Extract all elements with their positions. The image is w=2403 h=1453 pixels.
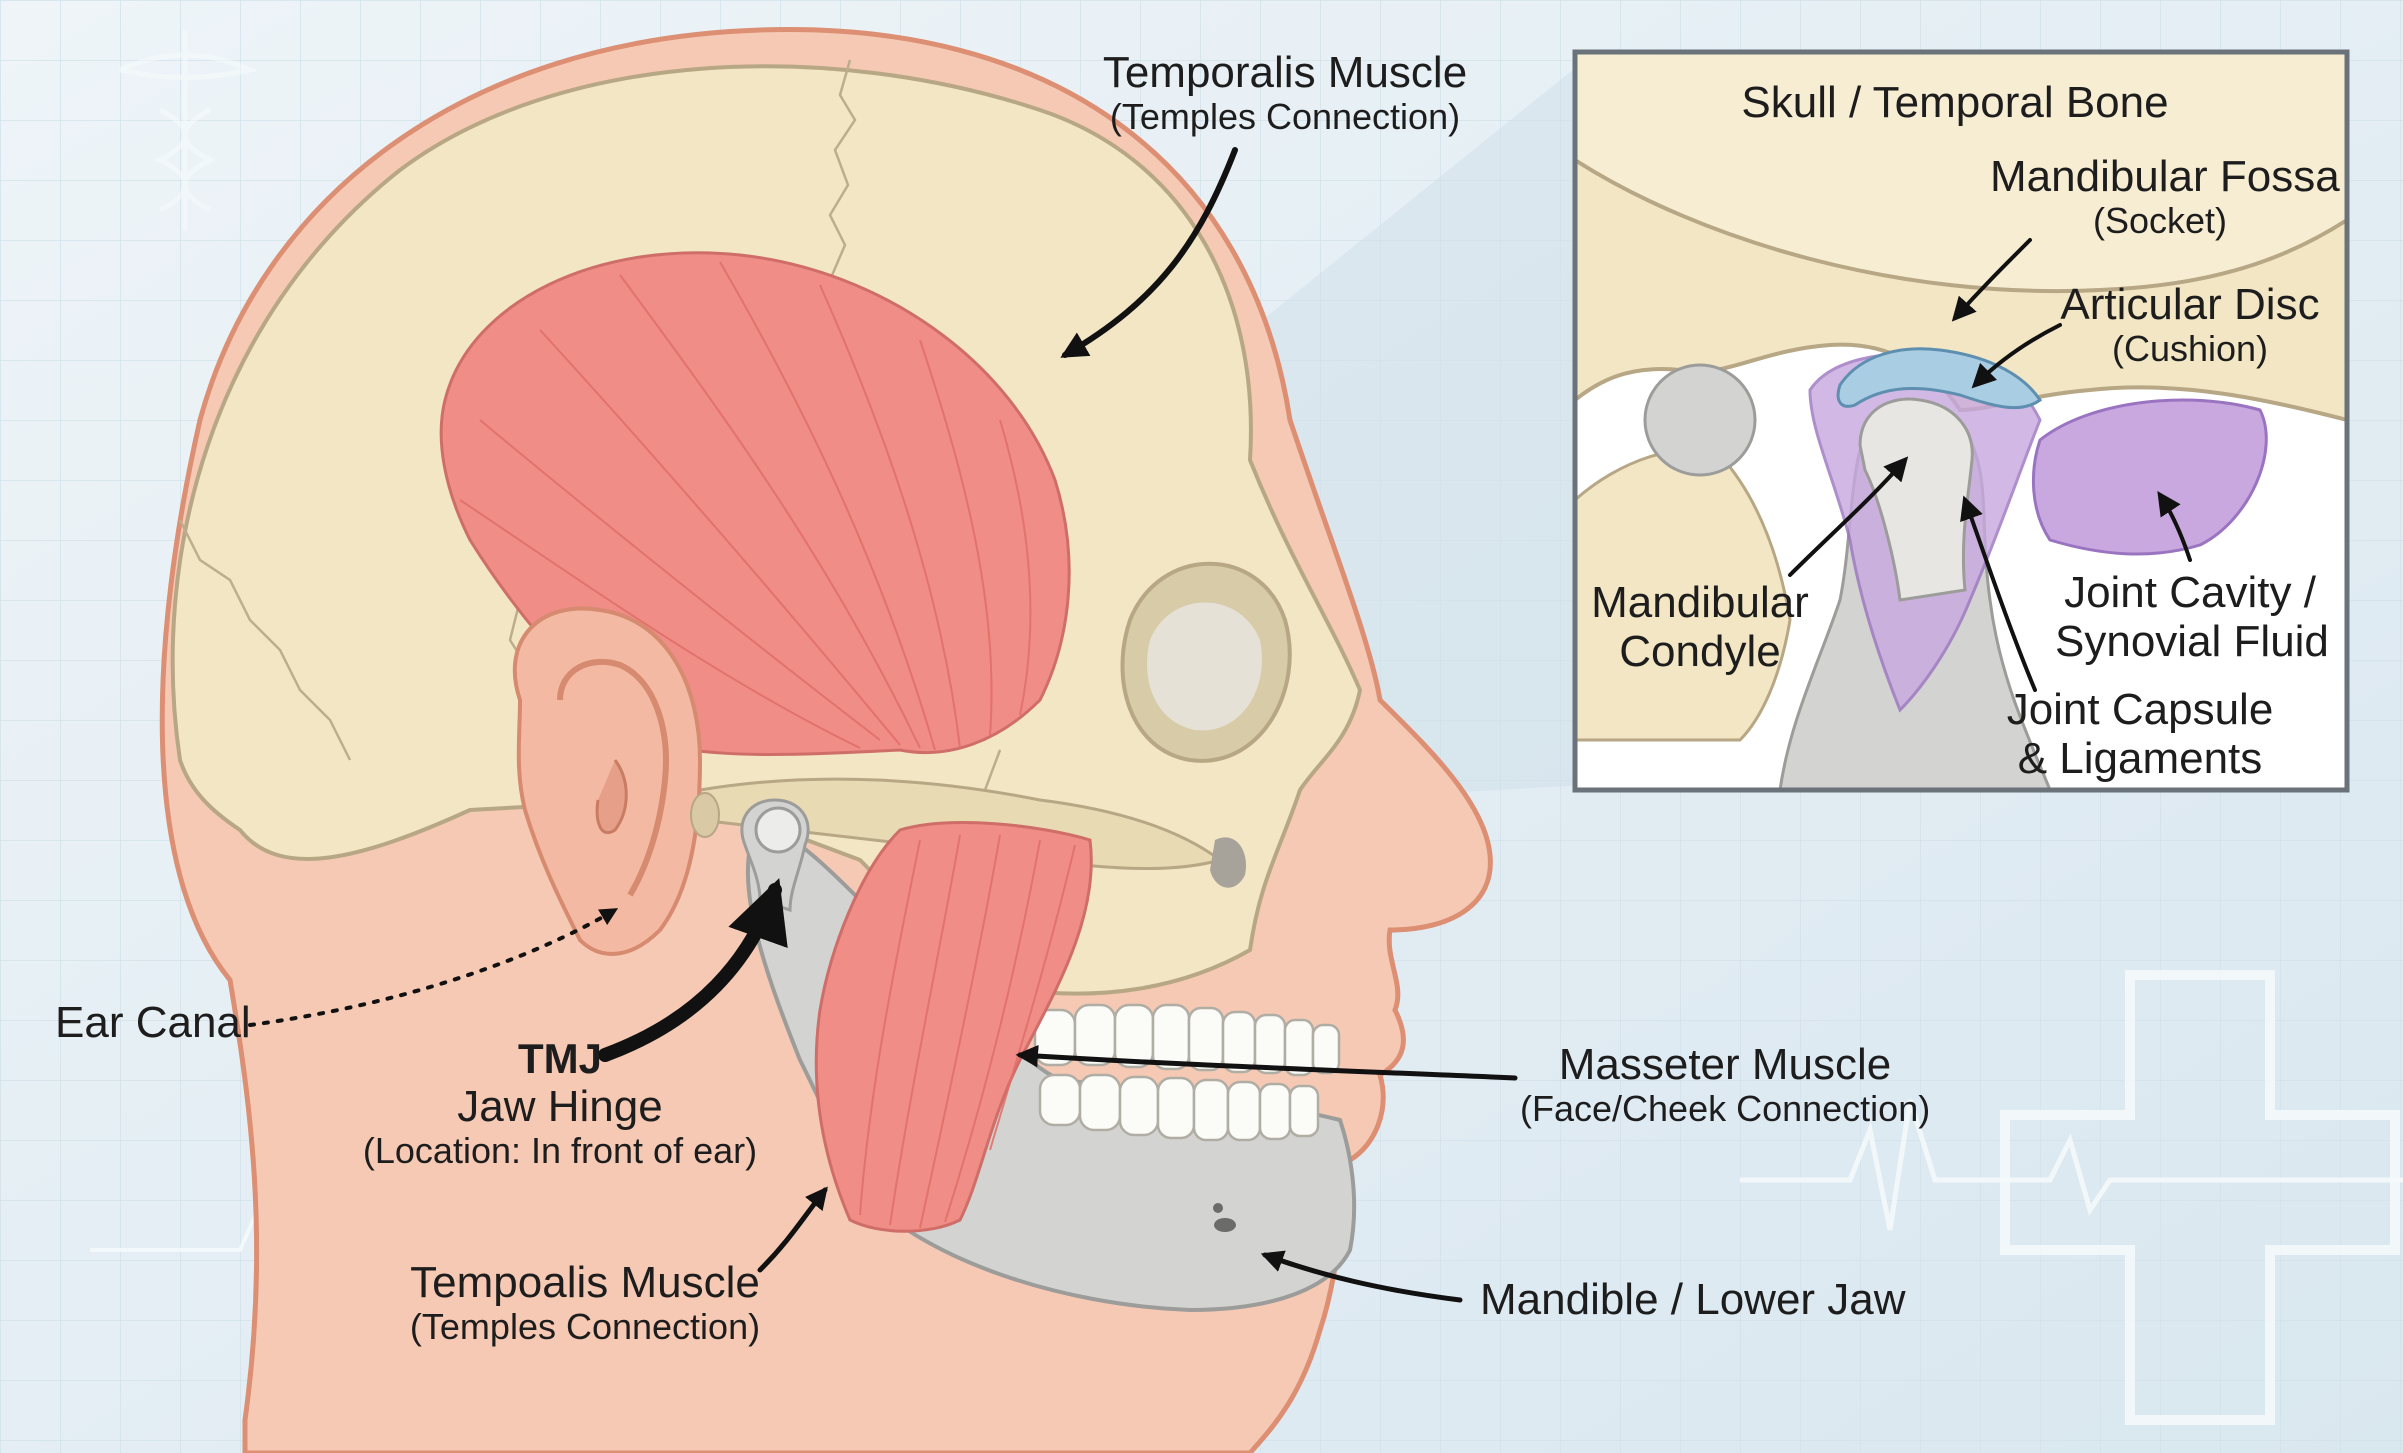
- tmj-bold: TMJ: [518, 1035, 602, 1082]
- inset-label-capsule: Joint Capsule & Ligaments: [2000, 685, 2280, 784]
- label-masseter-muscle: Masseter Muscle (Face/Cheek Connection): [1520, 1040, 1930, 1130]
- leader-lines: [248, 147, 1518, 1303]
- masseter-arrow: [1015, 1044, 1518, 1081]
- label-tempoalis-muscle: Tempoalis Muscle (Temples Connection): [395, 1258, 775, 1348]
- disc-sub: (Cushion): [2111, 328, 2269, 370]
- tmj-sub: (Location: In front of ear): [362, 1130, 758, 1172]
- cavity-arrow: [2157, 491, 2192, 562]
- lower-teeth: [1038, 1073, 1320, 1142]
- masseter-name: Masseter Muscle: [1558, 1040, 1892, 1089]
- temporalis-sub: (Temples Connection): [1109, 96, 1461, 138]
- inset-leader-lines: [1788, 238, 2192, 692]
- inset-label-disc: Articular Disc (Cushion): [2045, 280, 2335, 370]
- condyle-line1: Mandibular: [1591, 578, 1809, 627]
- cavity-line2: Synovial Fluid: [2055, 617, 2329, 667]
- capsule-line2: & Ligaments: [2017, 734, 2263, 784]
- capsule-arrow: [1960, 495, 2037, 692]
- inset-label-condyle: Mandibular Condyle: [1590, 578, 1810, 677]
- ear: [512, 606, 720, 956]
- inset-condyle: [1858, 397, 1974, 602]
- fossa-name: Mandibular Fossa: [1990, 152, 2340, 201]
- tmj-name: Jaw Hinge: [457, 1082, 663, 1132]
- inset-label-cavity: Joint Cavity / Synovial Fluid: [2055, 568, 2329, 667]
- mandible-arrow: [1260, 1250, 1463, 1303]
- label-tmj: TMJ Jaw Hinge (Location: In front of ear…: [340, 1035, 780, 1172]
- temporalis-arrow: [1060, 147, 1238, 358]
- heartbeat-line-icon: [1740, 1099, 2403, 1231]
- tmj-arrow: [598, 878, 788, 1062]
- masseter-sub: (Face/Cheek Connection): [1520, 1088, 1931, 1130]
- ear-canal-dotted-line: [248, 908, 619, 1027]
- disc-name: Articular Disc: [2060, 280, 2320, 329]
- condyle-arrow: [1788, 456, 1909, 577]
- fossa-arrow: [1951, 238, 2032, 322]
- condyle-line2: Condyle: [1619, 627, 1781, 677]
- inset-title: Skull / Temporal Bone: [1741, 78, 2169, 127]
- label-temporalis-muscle: Temporalis Muscle (Temples Connection): [1095, 48, 1475, 138]
- label-mandible: Mandible / Lower Jaw: [1480, 1275, 1906, 1324]
- upper-teeth: [1033, 1003, 1341, 1077]
- medical-cross-icon: [2000, 970, 2400, 1425]
- inset-label-fossa: Mandibular Fossa (Socket): [1990, 152, 2340, 242]
- tempoalis-bottom-arrow: [757, 1186, 828, 1273]
- temporalis-name: Temporalis Muscle: [1102, 48, 1468, 97]
- tempoalis-name: Tempoalis Muscle: [410, 1258, 760, 1307]
- tempoalis-sub: (Temples Connection): [409, 1306, 761, 1348]
- mental-foramen: [1214, 1218, 1236, 1232]
- mental-foramen-2: [1213, 1203, 1223, 1213]
- nasal-aperture: [1210, 837, 1246, 888]
- inset-joint-cavity: [2032, 398, 2268, 556]
- eye-orbit: [1120, 561, 1292, 763]
- masseter-fibers: [859, 834, 1076, 1229]
- inset-panel: [1572, 49, 2350, 793]
- label-ear-canal: Ear Canal: [55, 998, 251, 1047]
- cavity-line1: Joint Cavity /: [2064, 568, 2316, 617]
- fossa-sub: (Socket): [2092, 200, 2228, 242]
- disc-arrow: [1971, 323, 2062, 389]
- caduceus-icon: [118, 30, 258, 230]
- temporalis-fibers: [459, 261, 1032, 751]
- capsule-line1: Joint Capsule: [2006, 685, 2274, 734]
